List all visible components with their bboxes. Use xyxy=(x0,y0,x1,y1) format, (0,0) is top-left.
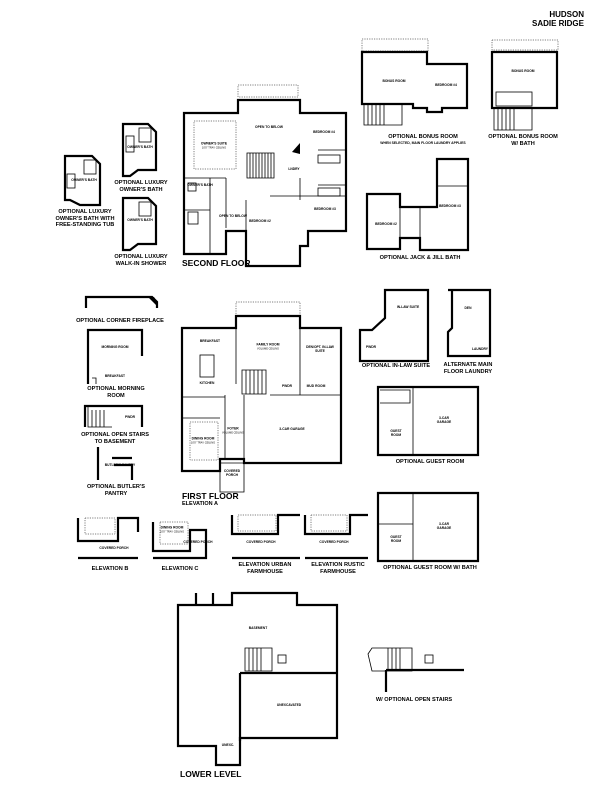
room-unexcavated: UNEXCAVATED xyxy=(276,703,302,708)
room-owners-bath: OWNER'S BATH xyxy=(127,145,153,150)
room-guest: GUEST ROOM xyxy=(390,429,402,437)
caption-open-stairs: W/ OPTIONAL OPEN STAIRS xyxy=(375,697,453,703)
plan-title: HUDSON SADIE RIDGE xyxy=(532,10,584,28)
room-bedroom-4: BEDROOM #4 xyxy=(313,130,335,135)
room-garage: 3-CAR GARAGE xyxy=(279,427,305,432)
caption-elevation-rustic: ELEVATION RUSTIC FARMHOUSE xyxy=(311,562,365,575)
room-bedroom-2: BEDROOM #2 xyxy=(375,222,397,227)
room-owners-bath: OWNER'S BATH xyxy=(127,218,153,223)
room-in-law-suite: IN-LAW SUITE xyxy=(396,305,420,310)
lower-level-title: LOWER LEVEL xyxy=(180,769,242,779)
caption-jack-jill: OPTIONAL JACK & JILL BATH xyxy=(379,255,461,261)
caption-luxury-bath-tub: OPTIONAL LUXURY OWNER'S BATH WITH FREE-S… xyxy=(55,209,115,228)
caption-in-law-suite: OPTIONAL IN-LAW SUITE xyxy=(361,363,431,369)
caption-elevation-urban: ELEVATION URBAN FARMHOUSE xyxy=(238,562,292,575)
room-breakfast: BREAKFAST xyxy=(199,339,221,344)
caption-open-stairs: OPTIONAL OPEN STAIRS TO BASEMENT xyxy=(81,432,149,445)
room-den: DEN xyxy=(464,306,472,311)
room-bedroom-4: BEDROOM #4 xyxy=(435,83,457,88)
room-powder: PWDR xyxy=(281,384,293,389)
room-porch: COVERED PORCH xyxy=(183,540,213,545)
room-porch: COVERED PORCH xyxy=(99,546,129,551)
room-open-to-below-2: OPEN TO BELOW xyxy=(219,214,247,219)
first-floor-title: FIRST FLOOR xyxy=(182,491,239,501)
room-owners-bath: OWNER'S BATH xyxy=(187,183,213,188)
room-laundry: LAUNDRY xyxy=(472,347,488,352)
room-breakfast: BREAKFAST xyxy=(104,374,126,379)
community-name: SADIE RIDGE xyxy=(531,19,584,28)
caption-walk-in-shower: OPTIONAL LUXURY WALK-IN SHOWER xyxy=(114,254,168,267)
room-porch: COVERED PORCH xyxy=(319,540,349,545)
caption-bonus-room: OPTIONAL BONUS ROOM WHEN SELECTED, MAIN … xyxy=(380,134,466,145)
room-owners-bath: OWNER'S BATH xyxy=(71,178,97,183)
room-kitchen: KITCHEN xyxy=(199,381,215,386)
room-powder: PWDR xyxy=(365,345,377,350)
room-den: DEN/OPT. IN-LAW SUITE xyxy=(306,345,334,353)
room-garage: 3-CAR GARAGE xyxy=(436,522,452,530)
caption-elevation-b: ELEVATION B xyxy=(91,566,129,572)
room-bedroom-3: BEDROOM #3 xyxy=(314,207,336,212)
second-floor-title: SECOND FLOOR xyxy=(182,258,251,268)
caption-elevation-c: ELEVATION C xyxy=(161,566,199,572)
room-morning: MORNING ROOM xyxy=(101,345,129,350)
room-butlers-pantry: BUTLER'S PANTRY xyxy=(104,463,136,468)
room-bedroom-3: BEDROOM #3 xyxy=(439,204,461,209)
caption-bonus-room-bath: OPTIONAL BONUS ROOM W/ BATH xyxy=(488,134,558,147)
caption-alt-laundry: ALTERNATE MAIN FLOOR LAUNDRY xyxy=(443,362,493,375)
room-garage: 3-CAR GARAGE xyxy=(436,416,452,424)
room-porch: COVERED PORCH xyxy=(246,540,276,545)
room-laundry: LNDRY xyxy=(288,167,300,172)
caption-butlers-pantry: OPTIONAL BUTLER'S PANTRY xyxy=(86,484,146,497)
caption-morning-room: OPTIONAL MORNING ROOM xyxy=(87,386,145,399)
caption-corner-fireplace: OPTIONAL CORNER FIREPLACE xyxy=(76,318,164,324)
caption-guest-room-bath: OPTIONAL GUEST ROOM W/ BATH xyxy=(383,565,477,571)
caption-guest-room: OPTIONAL GUEST ROOM xyxy=(395,459,465,465)
room-bonus: BONUS ROOM xyxy=(382,79,406,84)
room-open-to-below: OPEN TO BELOW xyxy=(255,125,283,130)
first-floor-elevation: ELEVATION A xyxy=(182,501,218,507)
room-unexc: UNEXC. xyxy=(221,743,235,748)
room-bedroom-2: BEDROOM #2 xyxy=(249,219,271,224)
room-guest: GUEST ROOM xyxy=(390,535,402,543)
room-mud-room: MUD ROOM xyxy=(306,384,326,389)
caption-luxury-bath: OPTIONAL LUXURY OWNER'S BATH xyxy=(114,180,168,193)
plan-name: HUDSON xyxy=(549,10,584,19)
room-basement: BASEMENT xyxy=(248,626,268,631)
room-porch: COVERED PORCH xyxy=(223,469,241,477)
room-powder: PWDR xyxy=(124,415,136,420)
room-bonus: BONUS ROOM xyxy=(511,69,535,74)
